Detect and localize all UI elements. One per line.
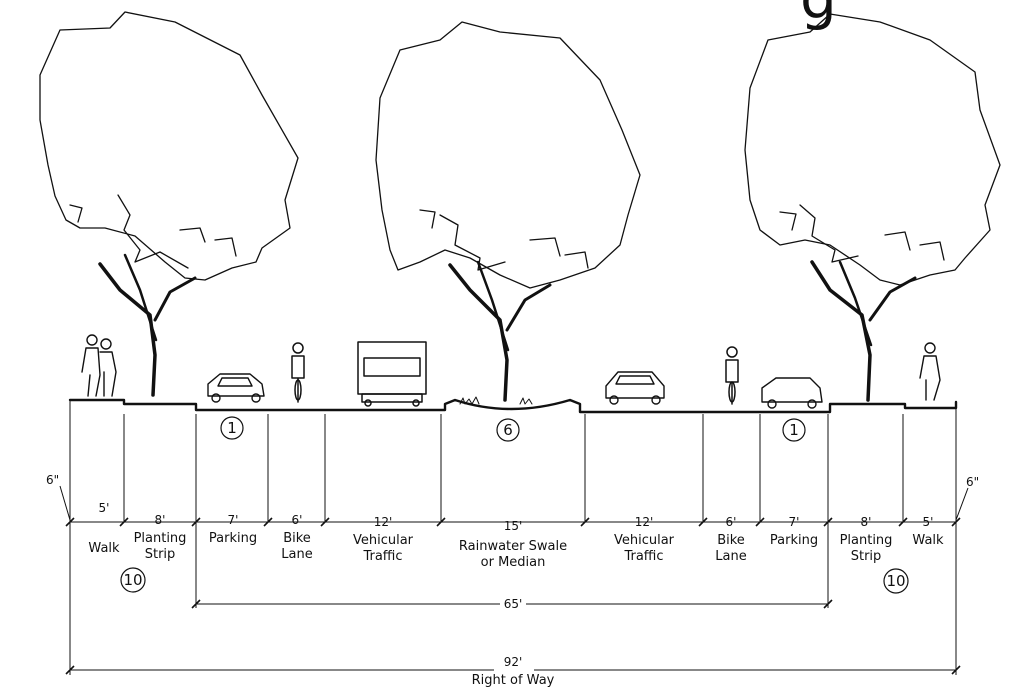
zone-label-line: Vehicular [614, 533, 675, 548]
zone-width: 5' [99, 501, 110, 515]
zone-width: 15' [504, 519, 523, 533]
right-of-way-label: Right of Way [472, 673, 555, 688]
zone-label-line: Lane [281, 547, 312, 562]
right-of-way-width: 92' [504, 655, 523, 669]
zone-label-line: Strip [145, 547, 176, 562]
zone-walk-right: 5' Walk [912, 515, 944, 548]
pedestrian-right [919, 342, 941, 401]
pedestrians-left [81, 334, 117, 397]
zone-planting-strip-right: 8' Planting Strip [840, 515, 893, 564]
curb-callout-left: 6" [46, 473, 71, 521]
zone-label-line: Rainwater Swale [459, 539, 567, 554]
zone-label-line: Walk [88, 541, 120, 556]
zone-width: 8' [155, 513, 166, 527]
zone-label-line: Traffic [362, 549, 402, 564]
key-marker-parking-left: 1 [220, 416, 244, 440]
cyclist-right [725, 346, 739, 405]
zone-parking-right: 7' Parking [770, 515, 818, 548]
zone-label-line: Bike [717, 533, 745, 548]
tree-center [375, 21, 641, 402]
zone-width: 6' [726, 515, 737, 529]
zone-rainwater-swale: 15' Rainwater Swale or Median [459, 519, 567, 570]
zone-bike-lane-left: 6' Bike Lane [281, 513, 312, 562]
key-number: 10 [886, 572, 905, 590]
zone-label-line: Walk [912, 533, 944, 548]
zone-vehicular-traffic-right: 12' Vehicular Traffic [614, 515, 675, 564]
zone-label-line: Parking [209, 531, 257, 546]
curb-callout-right: 6" [955, 475, 979, 521]
curb-height-right: 6" [966, 475, 979, 489]
curb-to-curb-width: 65' [504, 597, 523, 611]
car-left [207, 373, 265, 403]
truck [357, 341, 427, 407]
zone-label-line: Traffic [623, 549, 663, 564]
key-marker-walk-right: 10 [883, 568, 909, 594]
zone-width: 12' [635, 515, 654, 529]
key-number: 1 [789, 421, 799, 439]
cyclist-left [291, 342, 305, 403]
zone-label-line: Parking [770, 533, 818, 548]
curb-height-left: 6" [46, 473, 59, 487]
key-markers: 1 6 1 10 10 [120, 416, 909, 594]
zone-width: 5' [923, 515, 934, 529]
zone-planting-strip-left: 8' Planting Strip [134, 513, 187, 562]
extension-lines [69, 400, 957, 675]
zone-label-line: or Median [481, 555, 546, 570]
key-number: 6 [503, 421, 513, 439]
key-marker-walk-left: 10 [120, 567, 146, 593]
key-number: 10 [123, 571, 142, 589]
swale-grass [459, 396, 533, 405]
zone-label-line: Planting [134, 531, 187, 546]
key-marker-median: 6 [496, 418, 520, 442]
zone-bike-lane-right: 6' Bike Lane [715, 515, 746, 564]
corner-title-fragment: g [800, 0, 837, 32]
key-number: 1 [227, 419, 237, 437]
zone-width: 8' [861, 515, 872, 529]
curb-to-curb-dimension: 65' [191, 597, 833, 611]
zone-label-line: Lane [715, 549, 746, 564]
zone-label-line: Bike [283, 531, 311, 546]
zone-width: 7' [789, 515, 800, 529]
tree-right [744, 13, 1001, 402]
key-marker-parking-right: 1 [782, 418, 806, 442]
zone-label-line: Planting [840, 533, 893, 548]
zone-vehicular-traffic-left: 12' Vehicular Traffic [353, 515, 414, 564]
zone-width: 6' [292, 513, 303, 527]
car-right-1 [605, 371, 665, 405]
zone-label-line: Strip [851, 549, 882, 564]
zone-labels: 5' Walk 8' Planting Strip 7' Parking 6' … [88, 501, 944, 570]
car-right-2 [761, 377, 823, 409]
right-of-way-dimension: 92' Right of Way [65, 655, 961, 688]
zone-dimension-line [65, 517, 961, 527]
tree-left [39, 11, 299, 397]
zone-width: 12' [374, 515, 393, 529]
ground-profile [68, 398, 958, 414]
zone-width: 7' [228, 513, 239, 527]
zone-label-line: Vehicular [353, 533, 414, 548]
zone-walk-left: 5' Walk [88, 501, 120, 556]
zone-parking-left: 7' Parking [209, 513, 257, 546]
